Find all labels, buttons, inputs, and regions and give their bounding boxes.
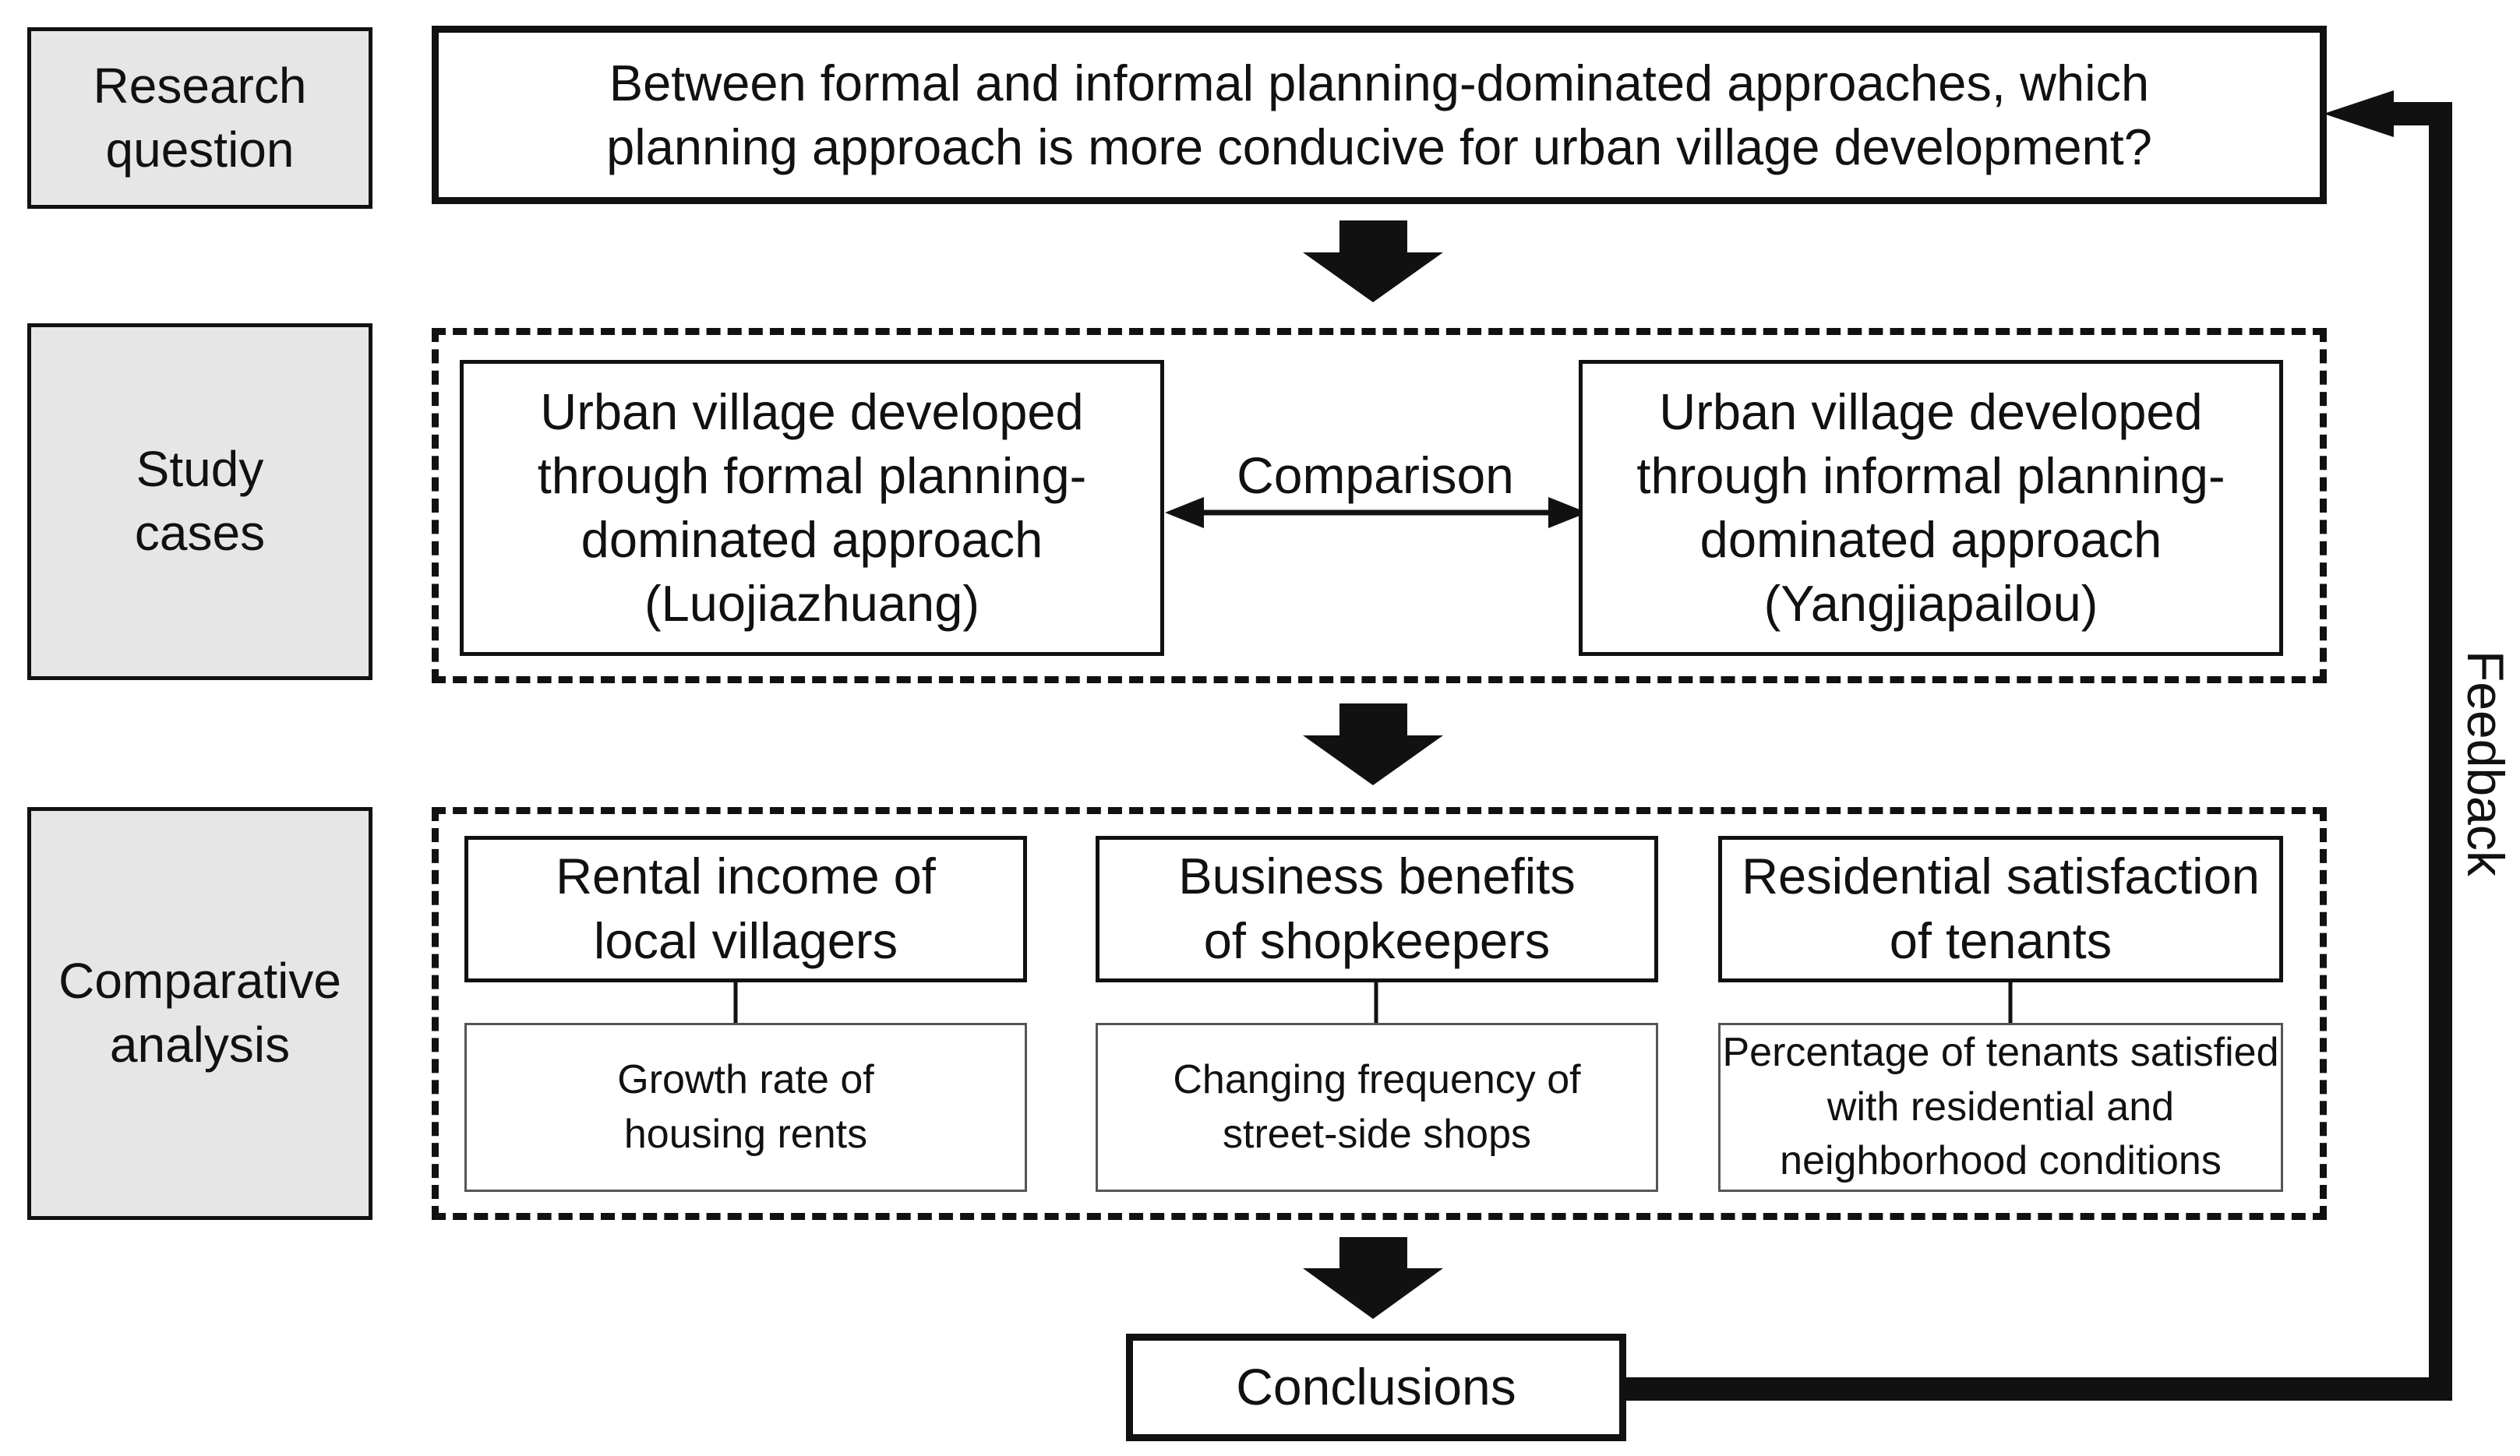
- case-informal-text: Urban village developed through informal…: [1636, 383, 2225, 632]
- dimension-title-box-business: Business benefits of shopkeepers: [1096, 836, 1658, 982]
- comparison-label-text: Comparison: [1237, 446, 1514, 504]
- indicator-box-residential: Percentage of tenants satisfied with res…: [1718, 1023, 2283, 1192]
- research-question-box: Between formal and informal planning-dom…: [432, 26, 2327, 204]
- feedback-arrow-line: [1621, 102, 2452, 1401]
- comparison-arrow-left-head: [1165, 497, 1204, 528]
- indicator-text: Growth rate of housing rents: [617, 1056, 874, 1157]
- feedback-arrow-head: [2324, 90, 2394, 137]
- stage-label-comparative-analysis: Comparative analysis: [27, 807, 372, 1220]
- indicator-box-business: Changing frequency of street-side shops: [1096, 1023, 1658, 1192]
- dimension-title-box-residential: Residential satisfaction of tenants: [1718, 836, 2283, 982]
- case-box-formal: Urban village developed through formal p…: [460, 360, 1164, 656]
- down-arrow-3: [1303, 1237, 1443, 1319]
- case-formal-text: Urban village developed through formal p…: [537, 383, 1087, 632]
- comparison-label: Comparison: [1169, 444, 1582, 506]
- indicator-text: Percentage of tenants satisfied with res…: [1722, 1029, 2279, 1184]
- dimension-title-text: Business benefits of shopkeepers: [1178, 848, 1576, 969]
- indicator-box-rental: Growth rate of housing rents: [464, 1023, 1027, 1192]
- feedback-label: Feedback: [2457, 647, 2515, 880]
- feedback-label-text: Feedback: [2457, 650, 2515, 876]
- stage-label-study-cases: Study cases: [27, 323, 372, 680]
- conclusions-text: Conclusions: [1236, 1358, 1516, 1416]
- dimension-title-box-rental: Rental income of local villagers: [464, 836, 1027, 982]
- study-cases-frame: [432, 328, 2327, 683]
- dimension-title-text: Residential satisfaction of tenants: [1742, 848, 2260, 969]
- stage-label-text: Comparative analysis: [58, 953, 341, 1073]
- comparative-analysis-frame: [432, 807, 2327, 1220]
- case-box-informal: Urban village developed through informal…: [1579, 360, 2283, 656]
- dimension-title-text: Rental income of local villagers: [556, 848, 936, 969]
- conclusions-box: Conclusions: [1126, 1334, 1626, 1441]
- down-arrow-2: [1303, 703, 1443, 785]
- comparison-arrow-right-head: [1548, 497, 1587, 528]
- stage-label-research-question: Research question: [27, 27, 372, 209]
- stage-label-text: Study cases: [134, 441, 266, 561]
- research-question-text: Between formal and informal planning-dom…: [606, 55, 2152, 175]
- down-arrow-1: [1303, 220, 1443, 302]
- indicator-text: Changing frequency of street-side shops: [1173, 1056, 1581, 1157]
- stage-label-text: Research question: [93, 57, 307, 178]
